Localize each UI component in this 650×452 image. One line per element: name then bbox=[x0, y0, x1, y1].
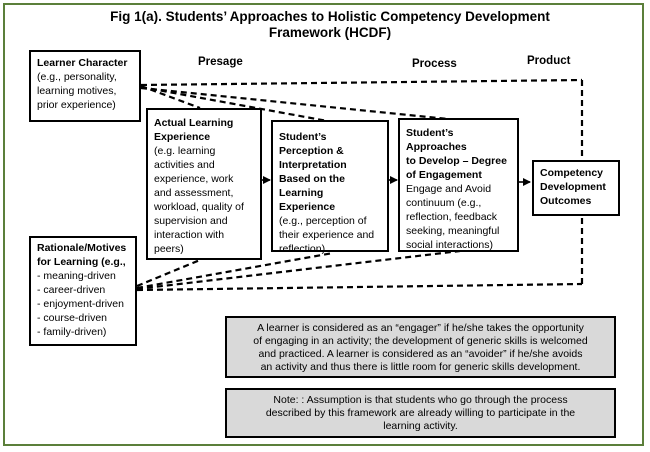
outcomes-heading: Outcomes bbox=[540, 195, 592, 207]
dash-ra-to-approaches bbox=[136, 249, 461, 291]
rationale-heading-line: Rationale/Motives bbox=[37, 242, 127, 254]
learner-character-heading: Learner Character bbox=[37, 57, 128, 69]
approaches-box: Student’s Approaches to Develop – Degree… bbox=[398, 118, 519, 252]
engager-note-line: an activity and thus there is little roo… bbox=[260, 361, 581, 373]
engager-avoider-note: A learner is considered as an “engager” … bbox=[225, 316, 616, 378]
learner-character-line: (e.g., personality, bbox=[37, 71, 117, 83]
learning-experience-line: (e.g. learning bbox=[154, 145, 216, 157]
learning-experience-line: experience, work bbox=[154, 173, 234, 185]
learning-experience-line: peers) bbox=[154, 243, 184, 255]
learner-character-box: Learner Character (e.g., personality, le… bbox=[29, 50, 141, 122]
learner-character-line: learning motives, bbox=[37, 85, 117, 97]
perception-heading: Learning Experience bbox=[279, 187, 336, 213]
learning-experience-box: Actual Learning Experience (e.g. learnin… bbox=[146, 108, 262, 260]
approaches-heading: to Develop – Degree bbox=[406, 155, 507, 167]
rationale-heading-line: for Learning (e.g., bbox=[37, 256, 126, 268]
assumption-note-line: learning activity. bbox=[383, 420, 458, 432]
engager-note-line: of engaging in an activity; the developm… bbox=[253, 335, 588, 347]
approaches-line: continuum (e.g., bbox=[406, 197, 482, 209]
perception-heading: Based on the bbox=[279, 173, 345, 185]
learning-experience-line: workload, quality of bbox=[154, 201, 244, 213]
perception-line: their experience and bbox=[279, 229, 375, 241]
approaches-heading: Student’s Approaches bbox=[406, 127, 467, 153]
perception-box: Student’s Perception & Interpretation Ba… bbox=[271, 120, 389, 255]
engager-note-line: and practiced. A learner is considered a… bbox=[258, 348, 583, 360]
outcomes-box: Competency Development Outcomes bbox=[532, 160, 620, 216]
outcomes-heading: Development bbox=[540, 181, 606, 193]
dash-lc-to-top bbox=[140, 78, 583, 87]
dash-lc-to-approaches bbox=[140, 86, 459, 122]
learning-experience-line: supervision and bbox=[154, 215, 228, 227]
perception-line: (e.g., perception of bbox=[279, 215, 367, 227]
learning-experience-heading: Experience bbox=[154, 131, 211, 143]
learning-experience-line: and assessment, bbox=[154, 187, 234, 199]
assumption-note: Note: : Assumption is that students who … bbox=[225, 388, 616, 438]
dash-lc-to-perception bbox=[140, 85, 334, 124]
outcomes-heading: Competency bbox=[540, 167, 604, 179]
engager-note-line: A learner is considered as an “engager” … bbox=[257, 322, 584, 334]
assumption-note-line: described by this framework are already … bbox=[265, 407, 576, 419]
learning-experience-heading: Actual Learning bbox=[154, 117, 234, 129]
phase-label-process: Process bbox=[412, 58, 457, 70]
approaches-line: social interactions) bbox=[406, 239, 493, 251]
approaches-line: Engage and Avoid bbox=[406, 183, 492, 195]
perception-heading: Interpretation bbox=[279, 159, 347, 171]
phase-label-product: Product bbox=[527, 55, 571, 67]
assumption-note-line: Note: : Assumption is that students who … bbox=[273, 394, 568, 406]
perception-line: reflection) bbox=[279, 243, 326, 255]
perception-heading: Student’s bbox=[279, 131, 327, 143]
rationale-item: - family-driven) bbox=[37, 326, 107, 338]
rationale-item: - meaning-driven bbox=[37, 270, 116, 282]
rationale-item: - enjoyment-driven bbox=[37, 298, 124, 310]
learning-experience-line: activities and bbox=[154, 159, 215, 171]
title-line-2: Framework (HCDF) bbox=[268, 25, 392, 40]
figure-title: Fig 1(a). Students’ Approaches to Holist… bbox=[60, 9, 600, 41]
rationale-item: - course-driven bbox=[37, 312, 108, 324]
approaches-heading: of Engagement bbox=[406, 169, 482, 181]
title-line-1: Fig 1(a). Students’ Approaches to Holist… bbox=[110, 9, 550, 24]
learner-character-line: prior experience) bbox=[37, 99, 116, 111]
dash-ra-to-perception bbox=[136, 251, 334, 290]
dash-ra-to-bottom bbox=[136, 282, 583, 292]
learning-experience-line: interaction with bbox=[154, 229, 225, 241]
phase-label-presage: Presage bbox=[198, 56, 243, 68]
approaches-line: reflection, feedback bbox=[406, 211, 498, 223]
rationale-box: Rationale/Motives for Learning (e.g., - … bbox=[29, 236, 137, 346]
perception-heading: Perception & bbox=[279, 145, 344, 157]
rationale-item: - career-driven bbox=[37, 284, 106, 296]
approaches-line: seeking, meaningful bbox=[406, 225, 500, 237]
dash-ra-to-experience bbox=[136, 258, 201, 288]
